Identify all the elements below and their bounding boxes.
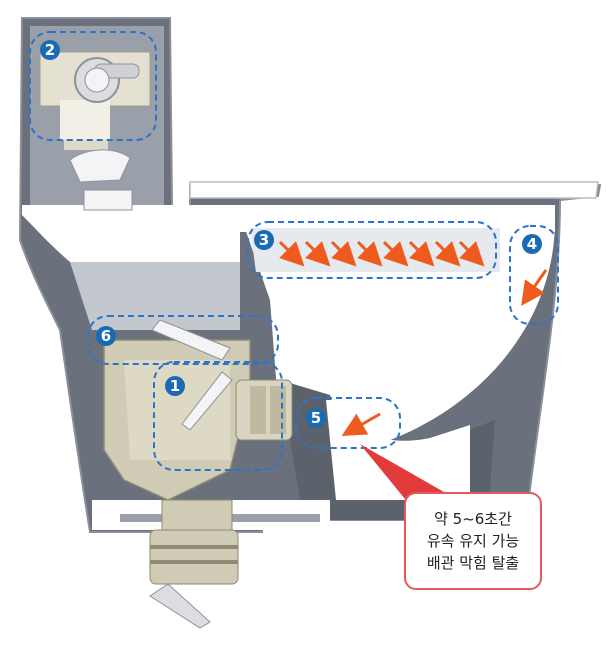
- flow-arrow: [408, 240, 435, 267]
- flow-arrow: [521, 269, 548, 306]
- flow-arrow: [330, 240, 357, 267]
- marker-6-label: 6: [101, 327, 111, 345]
- flow-arrow: [304, 240, 331, 267]
- marker-3: 3: [254, 230, 274, 250]
- marker-2-label: 2: [45, 41, 55, 59]
- flow-arrow: [341, 412, 381, 436]
- region-1-outline: [153, 361, 283, 471]
- flow-arrow: [356, 240, 383, 267]
- marker-6: 6: [96, 326, 116, 346]
- callout-line-2: 유속 유지 가능: [426, 532, 520, 550]
- region-2-outline: [29, 31, 157, 141]
- flow-arrows: [278, 240, 548, 436]
- flow-arrow: [382, 240, 409, 267]
- region-5-outline: [295, 397, 401, 449]
- flow-arrow: [434, 240, 461, 267]
- marker-4: 4: [522, 234, 542, 254]
- marker-3-label: 3: [259, 231, 269, 249]
- flow-arrow: [278, 240, 305, 267]
- marker-5-label: 5: [311, 409, 321, 427]
- region-4-outline: [509, 225, 559, 325]
- marker-5: 5: [306, 408, 326, 428]
- marker-2: 2: [40, 40, 60, 60]
- marker-4-label: 4: [527, 235, 537, 253]
- callout-line-1: 약 5~6초간: [434, 510, 512, 528]
- marker-1: 1: [165, 376, 185, 396]
- marker-1-label: 1: [170, 377, 180, 395]
- callout-box: 약 5~6초간 유속 유지 가능 배관 막힘 탈출: [404, 492, 542, 590]
- flow-arrow: [458, 240, 485, 267]
- callout-line-3: 배관 막힘 탈출: [426, 554, 520, 572]
- region-6-outline: [87, 315, 279, 365]
- drain-pipe-assembly: [103, 319, 293, 629]
- flush-valve-mechanism: [39, 51, 151, 211]
- region-3-outline: [247, 221, 497, 279]
